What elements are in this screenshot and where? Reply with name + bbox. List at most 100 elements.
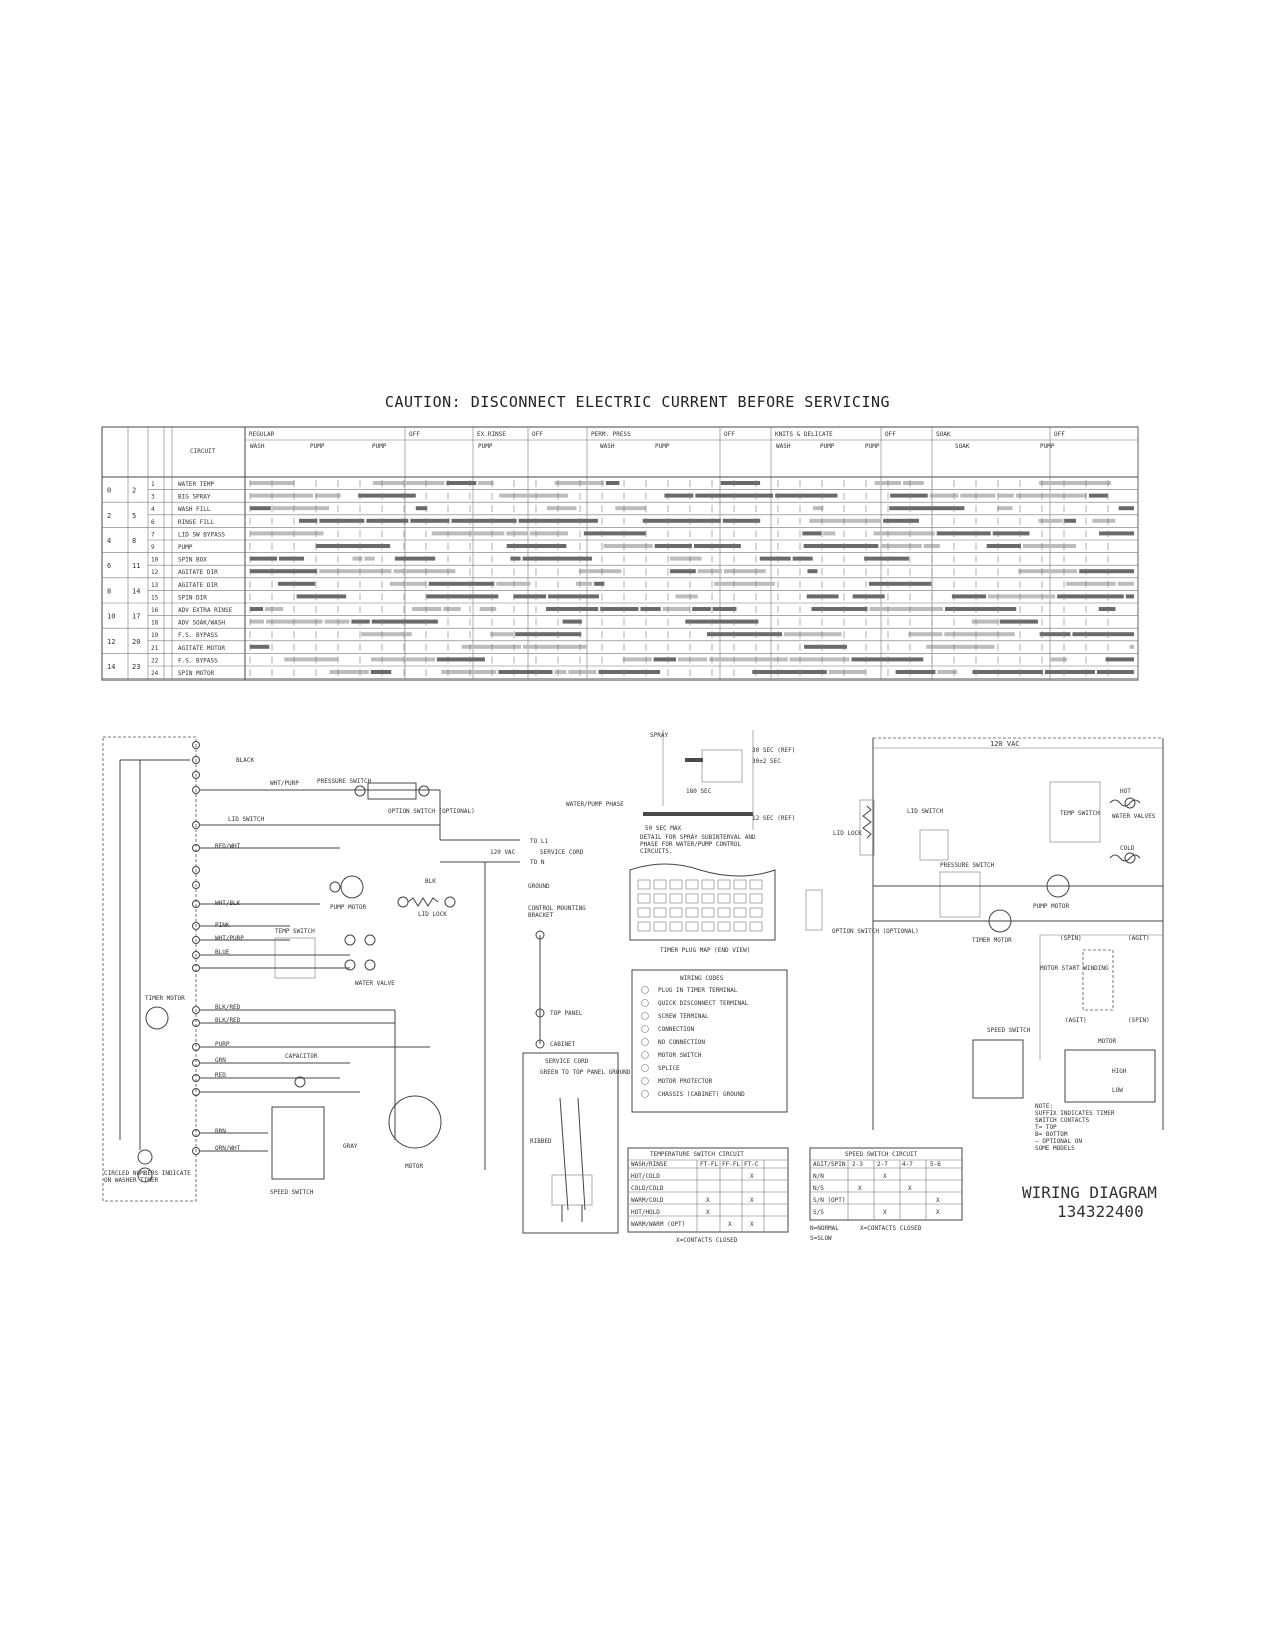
code-symbol <box>641 1038 649 1046</box>
subphase-header: PUMP <box>1040 443 1055 450</box>
cam-number: 2 <box>107 512 111 520</box>
speed-table-cell: X <box>936 1197 940 1204</box>
timer-contact-bar <box>890 493 928 498</box>
cam-number: 10 <box>107 613 115 621</box>
timer-contact-bar <box>352 556 363 561</box>
timer-contact-bar <box>823 531 836 536</box>
option-switch-label: OPTION SWITCH (OPTIONAL) <box>388 808 475 815</box>
spray-label: SPRAY <box>650 732 668 739</box>
left-schematic: OPTION SWITCH (OPTIONAL) PRESSURE SWITCH… <box>102 736 586 1202</box>
plug-cell <box>637 893 651 904</box>
timer-contact-bar <box>513 594 547 599</box>
timer-contact-bar <box>662 607 691 611</box>
timer-contact-bar <box>451 518 517 523</box>
subphase-header: PUMP <box>372 443 387 450</box>
timer-contact-bar <box>265 607 284 611</box>
timer-contact-bar <box>677 657 708 662</box>
timer-contact-bar <box>594 581 605 586</box>
timer-contact-bar <box>319 569 392 574</box>
plug-cell <box>733 907 747 918</box>
speed-table-cell: N/N <box>813 1173 824 1180</box>
right-lid-switch-label: LID SWITCH <box>907 808 944 815</box>
pump-motor-label: PUMP MOTOR <box>330 904 367 911</box>
right-timer-motor-label: TIMER MOTOR <box>972 937 1012 944</box>
timer-contact-bar <box>361 632 412 637</box>
timer-contact-bar <box>1096 670 1134 674</box>
right-pressure-switch-label: PRESSURE SWITCH <box>940 862 995 869</box>
code-symbol <box>641 999 649 1007</box>
phase-header: PERM. PRESS <box>591 431 631 438</box>
timer-contact-bar <box>642 518 721 523</box>
timer-contact-bar <box>575 581 593 586</box>
code-symbol <box>641 1012 649 1020</box>
circuit-number: 9 <box>151 544 155 551</box>
timer-contact-bar <box>250 556 277 561</box>
timer-contact-bar <box>250 531 324 536</box>
wiring-code-item: SCREW TERMINAL <box>658 1013 709 1020</box>
timer-contact-bar <box>664 493 694 498</box>
speed-table-column: 4-7 <box>902 1161 913 1168</box>
timer-contact-bar <box>869 607 944 611</box>
timer-contact-bar <box>889 506 965 511</box>
timer-contact-bar <box>654 544 692 548</box>
phase-header: EX.RINSE <box>477 431 506 438</box>
timer-terminal <box>192 866 200 874</box>
timer-contact-bar <box>428 581 495 586</box>
speed-table-cell: N/S <box>813 1185 824 1192</box>
timer-contact-bar <box>568 670 597 674</box>
timer-contact-bar <box>426 594 499 599</box>
circuit-number: 13 <box>151 582 159 589</box>
subphase-header: WASH <box>776 443 791 450</box>
timer-contact-bar <box>515 632 582 637</box>
timer-contact-bar <box>812 506 824 511</box>
speed-table-footnote-b: X=CONTACTS CLOSED <box>860 1225 922 1232</box>
timer-terminal <box>192 771 200 779</box>
temp-table-cell: WARM/WARM (OPT) <box>631 1221 685 1228</box>
speed-table-cell: X <box>883 1173 887 1180</box>
sequence-detail: SPRAY 30 SEC (REF) 30±2 SEC 180 SEC WATE… <box>566 730 795 954</box>
timer-contact-bar <box>784 632 842 637</box>
timer-contact-bar <box>478 481 494 485</box>
pressure-switch-label: PRESSURE SWITCH <box>317 778 372 785</box>
timer-contact-bar <box>554 481 604 485</box>
timer-contact-bar <box>562 619 582 624</box>
voltage-label: 120 VAC <box>990 740 1020 748</box>
speed-switch-label: SPEED SWITCH <box>270 1189 314 1196</box>
terminal-number: 2 <box>132 487 136 495</box>
plug-cell <box>733 879 747 890</box>
plug-cell <box>637 907 651 918</box>
timer-contact-bar <box>1015 493 1087 498</box>
timer-contact-bar <box>324 619 350 624</box>
right-note-line: — OPTIONAL ON <box>1035 1138 1082 1145</box>
temp-table-cell: X <box>706 1209 710 1216</box>
timer-contact-bar <box>496 581 531 586</box>
plug-cell <box>653 879 667 890</box>
timer-contact-bar <box>811 607 868 611</box>
right-schematic: 120 VAC LID SWITCH LID LOCK PRESSURE SWI… <box>805 737 1164 1152</box>
timer-terminal <box>192 922 200 930</box>
circuit-number: 21 <box>151 645 159 652</box>
temp-table-cell: HOT/HOLD <box>631 1209 660 1216</box>
plug-cell <box>749 879 763 890</box>
timer-contact-bar <box>864 556 909 561</box>
right-pump-motor-label: PUMP MOTOR <box>1033 903 1070 910</box>
timer-contact-bar <box>868 581 932 586</box>
timer-contact-bar <box>250 493 314 498</box>
code-symbol <box>641 1077 649 1085</box>
spray-30sec-ref: 30 SEC (REF) <box>752 747 795 754</box>
timer-contact-bar <box>1092 518 1116 523</box>
wire-brn-label: BRN <box>215 1128 226 1135</box>
timer-contact-bar <box>714 581 775 586</box>
code-symbol <box>641 1051 649 1059</box>
wire-blk-red-label: BLK/RED <box>215 1004 241 1011</box>
wiring-codes-legend: WIRING CODES PLUG IN TIMER TERMINALQUICK… <box>631 969 788 1113</box>
speed-table-cell: X <box>936 1209 940 1216</box>
timer-contact-bar <box>394 556 436 561</box>
timer-contact-bar <box>852 594 885 599</box>
subphase-header: PUMP <box>655 443 670 450</box>
timer-contact-bar <box>1099 531 1134 536</box>
timer-contact-bar <box>548 594 599 599</box>
timer-contact-bar <box>603 544 653 548</box>
